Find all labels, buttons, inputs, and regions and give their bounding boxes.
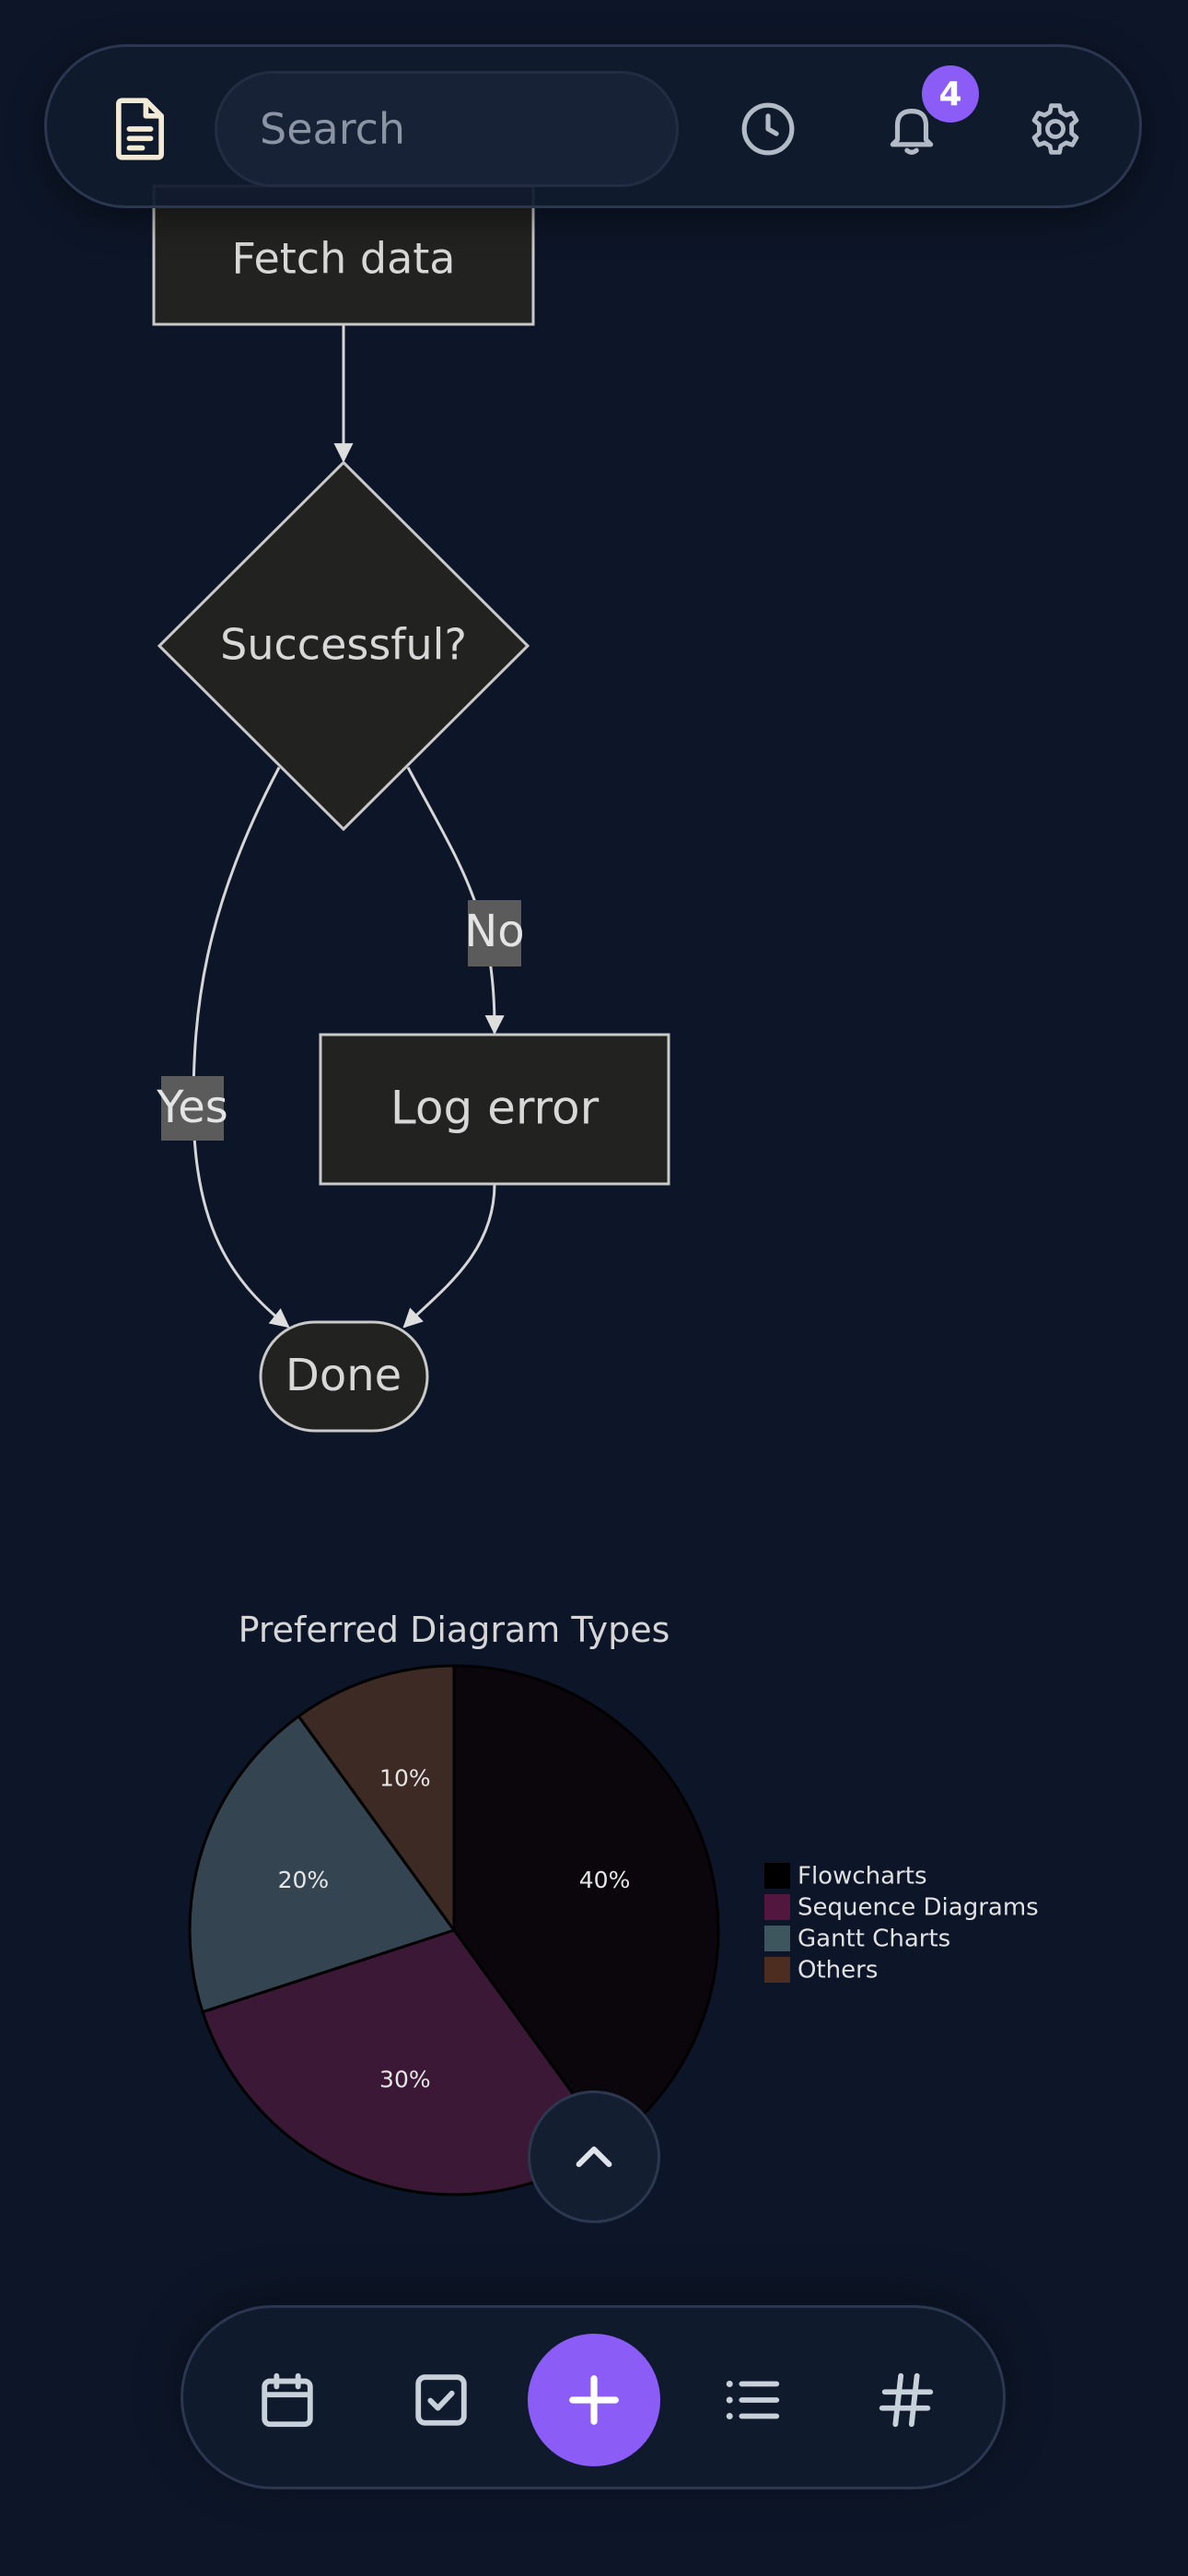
- chevron-up-icon: [576, 2146, 612, 2168]
- bottom-navigation: [181, 2305, 1006, 2489]
- document-button[interactable]: [104, 93, 176, 165]
- edge-label-no-text: No: [464, 906, 524, 957]
- settings-button[interactable]: [1019, 93, 1091, 165]
- pie-value-label: 10%: [379, 1764, 431, 1791]
- tasks-button[interactable]: [404, 2363, 478, 2437]
- list-icon: [726, 2381, 780, 2419]
- legend-label: Flowcharts: [798, 1863, 927, 1891]
- checkbox-icon: [415, 2374, 467, 2426]
- pie-slice-others: [297, 1664, 456, 1935]
- hash-icon: [879, 2372, 934, 2428]
- document-icon: [116, 98, 164, 160]
- edge-log-error-to-done: [402, 1183, 496, 1329]
- add-button[interactable]: [528, 2334, 660, 2466]
- top-bar: 4: [44, 44, 1142, 208]
- bell-icon: [890, 109, 934, 155]
- legend-swatch: [764, 1957, 790, 1983]
- pie-chart-title: Preferred Diagram Types: [239, 1610, 670, 1650]
- legend-swatch: [764, 1863, 790, 1889]
- notifications-button[interactable]: [876, 93, 948, 165]
- calendar-button[interactable]: [250, 2363, 324, 2437]
- list-button[interactable]: [716, 2363, 789, 2437]
- pie-slice-flowcharts: [452, 1664, 720, 2147]
- edge-decision-to-log-error: [406, 767, 505, 1036]
- edge-decision-to-done: [192, 767, 290, 1329]
- legend-swatch: [764, 1894, 790, 1920]
- plus-icon: [569, 2375, 619, 2425]
- edge-label-no: No: [464, 900, 525, 966]
- pie-value-label: 20%: [278, 1867, 330, 1893]
- node-successful-label: Successful?: [220, 620, 467, 670]
- search-input[interactable]: [215, 71, 679, 187]
- legend-label: Others: [798, 1957, 878, 1985]
- legend-swatch: [764, 1926, 790, 1951]
- node-done-label: Done: [285, 1350, 402, 1401]
- node-log-error[interactable]: Log error: [319, 1033, 670, 1186]
- history-button[interactable]: [732, 93, 804, 165]
- node-fetch-data-label: Fetch data: [232, 234, 456, 284]
- pie-slice-gantt-charts: [188, 1714, 457, 2014]
- edge-label-yes-text: Yes: [156, 1082, 227, 1133]
- node-log-error-label: Log error: [390, 1082, 600, 1135]
- edge-label-yes: Yes: [156, 1076, 228, 1141]
- pie-value-label: 30%: [379, 2067, 431, 2093]
- legend-label: Sequence Diagrams: [798, 1894, 1039, 1922]
- pie-slices: [188, 1664, 720, 2196]
- gear-icon: [1031, 103, 1079, 155]
- pie-value-label: 40%: [579, 1867, 631, 1893]
- notification-count-badge: 4: [922, 65, 979, 123]
- clock-icon: [741, 102, 795, 156]
- legend-label: Gantt Charts: [798, 1926, 950, 1953]
- scroll-to-top-button[interactable]: [528, 2090, 660, 2223]
- pie-value-labels: 40% 30% 20% 10%: [278, 1764, 631, 2092]
- calendar-icon: [262, 2372, 313, 2428]
- node-done[interactable]: Done: [259, 1320, 429, 1433]
- node-fetch-data[interactable]: Fetch data: [152, 184, 535, 326]
- pie-chart: Preferred Diagram Types 40% 30% 20% 10% Flo…: [188, 1610, 1039, 2196]
- node-successful-decision[interactable]: Successful?: [157, 460, 530, 832]
- tags-button[interactable]: [869, 2363, 943, 2437]
